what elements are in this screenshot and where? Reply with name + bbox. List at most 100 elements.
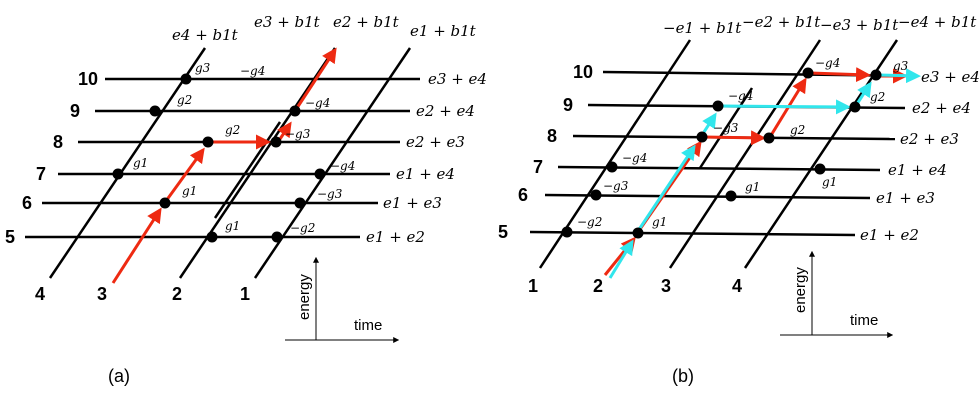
energy-label: energy — [792, 267, 809, 313]
node-label: g1 — [133, 156, 148, 170]
right-label: e1 + e2 — [366, 228, 425, 246]
bottom-label: 1 — [240, 284, 250, 304]
node-label: g3 — [195, 61, 211, 75]
right-label: e1 + e4 — [888, 161, 947, 179]
node-label: −g4 — [728, 89, 753, 103]
crossing-node — [590, 189, 602, 201]
crossing-node — [159, 197, 171, 209]
cyan-segment — [877, 68, 921, 84]
crossing-node — [712, 100, 724, 112]
panel-a-bottom-labels: 4 3 2 1 — [35, 284, 250, 304]
top-label: −e3 + b1t — [820, 16, 899, 34]
row-number: 9 — [563, 95, 573, 115]
node-label: g2 — [870, 90, 885, 104]
node-label: −g4 — [240, 64, 265, 78]
node-label: g1 — [822, 175, 837, 189]
diagonal-4 — [48, 47, 207, 279]
panel-b-nodes — [561, 67, 882, 239]
crossing-node — [202, 136, 214, 148]
crossing-node — [849, 101, 861, 113]
panel-a-right-labels: e3 + e4 e2 + e4 e2 + e3 e1 + e4 e1 + e3 … — [366, 70, 487, 246]
right-label: e2 + e4 — [416, 102, 475, 120]
node-label: −g2 — [577, 215, 602, 229]
right-label: e1 + e3 — [876, 189, 935, 207]
right-label: e1 + e3 — [383, 194, 442, 212]
panel-b-right-labels: e3 + e4 e2 + e4 e2 + e3 e1 + e4 e1 + e3 … — [860, 68, 979, 244]
panel-b-caption: (b) — [672, 366, 694, 386]
diagonal-2 — [178, 47, 337, 279]
node-label: −g4 — [305, 96, 330, 110]
crossing-node — [206, 231, 218, 243]
top-label: e3 + b1t — [254, 13, 321, 31]
node-label: g2 — [225, 123, 240, 137]
row-number: 8 — [53, 132, 63, 152]
node-label: g3 — [893, 59, 909, 73]
top-label: e2 + b1t — [333, 13, 400, 31]
panel-a: g3 −g4 g2 −g4 g2 −g3 g1 −g4 g1 −g3 g1 −g… — [5, 13, 487, 386]
bottom-label: 1 — [528, 276, 538, 296]
cyan-segment — [855, 81, 872, 105]
node-label: −g4 — [622, 151, 647, 165]
bottom-label: 3 — [97, 284, 107, 304]
red-segment — [164, 147, 205, 202]
right-label: e2 + e4 — [912, 99, 971, 117]
panel-b-axes — [780, 250, 894, 338]
crossing-node — [725, 190, 737, 202]
red-segment — [293, 47, 337, 112]
node-label: −g4 — [815, 56, 840, 70]
bottom-label: 2 — [172, 284, 182, 304]
panel-a-row-numbers: 10 9 8 7 6 5 — [5, 69, 98, 247]
panel-b-row-numbers: 10 9 8 7 6 5 — [498, 62, 593, 242]
red-segment — [809, 67, 871, 83]
right-label: e1 + e2 — [860, 226, 919, 244]
crossing-node — [763, 132, 775, 144]
top-label: e4 + b1t — [172, 26, 239, 44]
crossing-node — [180, 73, 192, 85]
bottom-label: 2 — [593, 276, 603, 296]
top-label: −e1 + b1t — [663, 19, 742, 37]
crossing-node — [270, 136, 282, 148]
top-label: −e2 + b1t — [742, 13, 821, 31]
row-number: 6 — [518, 185, 528, 205]
panel-b-levels — [529, 70, 916, 237]
red-segment — [703, 130, 766, 146]
crossing-node — [870, 69, 882, 81]
top-label: −e4 + b1t — [898, 13, 977, 31]
node-label: g2 — [790, 123, 805, 137]
crossing-node — [814, 163, 826, 175]
row-number: 5 — [5, 227, 15, 247]
panel-b-node-labels: −g4 g3 −g4 g2 −g3 g2 −g4 g1 g1 −g3 −g2 g… — [577, 56, 909, 229]
panel-a-diagonals — [48, 47, 412, 279]
bottom-label: 4 — [732, 276, 742, 296]
row-number: 10 — [78, 69, 98, 89]
panel-b-bottom-labels: 1 2 3 4 — [528, 276, 742, 296]
panel-b: −g4 g3 −g4 g2 −g3 g2 −g4 g1 g1 −g3 −g2 g… — [498, 13, 979, 386]
crossing-node — [314, 168, 326, 180]
node-label: g2 — [177, 93, 192, 107]
cyan-segment — [702, 112, 717, 133]
row-number: 6 — [22, 193, 32, 213]
cyan-segment — [608, 239, 634, 279]
row-number: 8 — [547, 126, 557, 146]
panel-a-caption: (a) — [108, 366, 130, 386]
node-label: g1 — [652, 215, 667, 229]
right-label: e3 + e4 — [921, 68, 979, 86]
node-label: g1 — [745, 180, 760, 194]
panel-b-cyan-path — [608, 68, 921, 279]
panel-a-top-labels: e4 + b1t e3 + b1t e2 + b1t e1 + b1t — [172, 13, 477, 44]
bottom-label: 3 — [661, 276, 671, 296]
red-segment — [111, 207, 162, 284]
crossing-node — [289, 105, 301, 117]
node-label: −g2 — [290, 221, 315, 235]
row-number: 10 — [573, 62, 593, 82]
panel-a-axes — [285, 256, 400, 343]
right-label: e3 + e4 — [428, 70, 487, 88]
crossing-node — [149, 105, 161, 117]
panel-a-node-labels: g3 −g4 g2 −g4 g2 −g3 g1 −g4 g1 −g3 g1 −g… — [133, 61, 355, 235]
diagonal-2 — [698, 87, 754, 169]
panel-b-red-path — [603, 67, 908, 276]
panel-a-nodes — [112, 73, 326, 243]
crossing-node — [561, 226, 573, 238]
cyan-segment — [721, 99, 851, 115]
